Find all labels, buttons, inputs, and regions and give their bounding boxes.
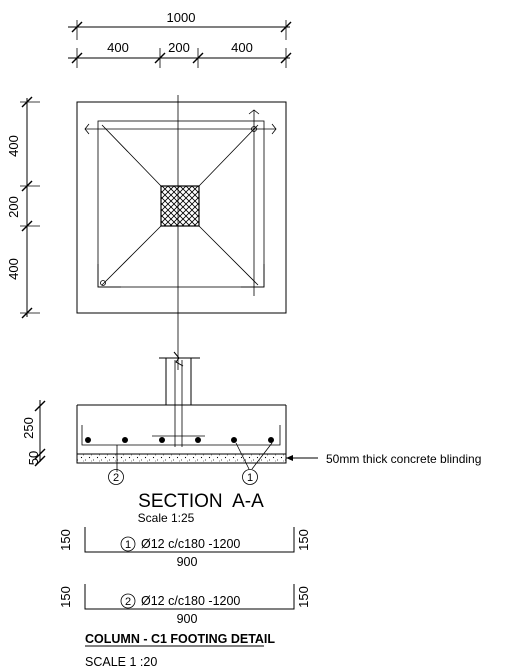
bar-1-description: Ø12 c/c180 -1200: [141, 537, 240, 551]
bar-2-description: Ø12 c/c180 -1200: [141, 594, 240, 608]
overall-width-dimension: 1000: [167, 10, 196, 25]
top-dimension-group: 1000 400 200 400: [68, 10, 292, 68]
bar-callout-1: 1: [247, 472, 253, 484]
concrete-blinding: [76, 453, 287, 464]
left-dimension-group: 400 200 400: [6, 96, 40, 319]
bar-2-leg-right: 150: [296, 586, 311, 608]
bar-1-leg-left: 150: [58, 529, 73, 551]
blinding-note: 50mm thick concrete blinding: [326, 452, 481, 466]
left-dimension-bottom: 400: [6, 258, 21, 280]
bar-2-length: 900: [177, 612, 198, 626]
footing-plan-view: [76, 95, 287, 370]
blinding-thickness-dimension: 50: [26, 451, 41, 465]
bar-2-leg-left: 150: [58, 586, 73, 608]
segment-dimension-middle: 200: [168, 40, 190, 55]
section-scale: Scale 1:25: [138, 511, 195, 525]
segment-dimension-right: 400: [231, 40, 253, 55]
section-height-dimension: 250: [21, 417, 36, 439]
bar-1-mark: 1: [125, 539, 131, 551]
bar-2-mark: 2: [125, 596, 131, 608]
section-title: SECTION A-A: [138, 491, 264, 512]
bar-1-leg-right: 150: [296, 529, 311, 551]
bar-schedule-2: 150 150 2 Ø12 c/c180 -1200 900: [58, 584, 311, 626]
bar-1-length: 900: [177, 555, 198, 569]
drawing-title: COLUMN - C1 FOOTING DETAIL: [85, 632, 275, 646]
column-hatch: [160, 185, 200, 227]
bar-schedule-1: 150 150 1 Ø12 c/c180 -1200 900: [58, 527, 311, 569]
left-dimension-top: 400: [6, 135, 21, 157]
drawing-scale: SCALE 1 :20: [85, 655, 157, 669]
drawing-footer: COLUMN - C1 FOOTING DETAIL SCALE 1 :20: [85, 632, 275, 669]
bar-callout-2: 2: [113, 472, 119, 484]
footing-section-view: 50mm thick concrete blinding 250 50 1 2 …: [21, 351, 481, 525]
segment-dimension-left: 400: [107, 40, 129, 55]
left-dimension-middle: 200: [6, 196, 21, 218]
